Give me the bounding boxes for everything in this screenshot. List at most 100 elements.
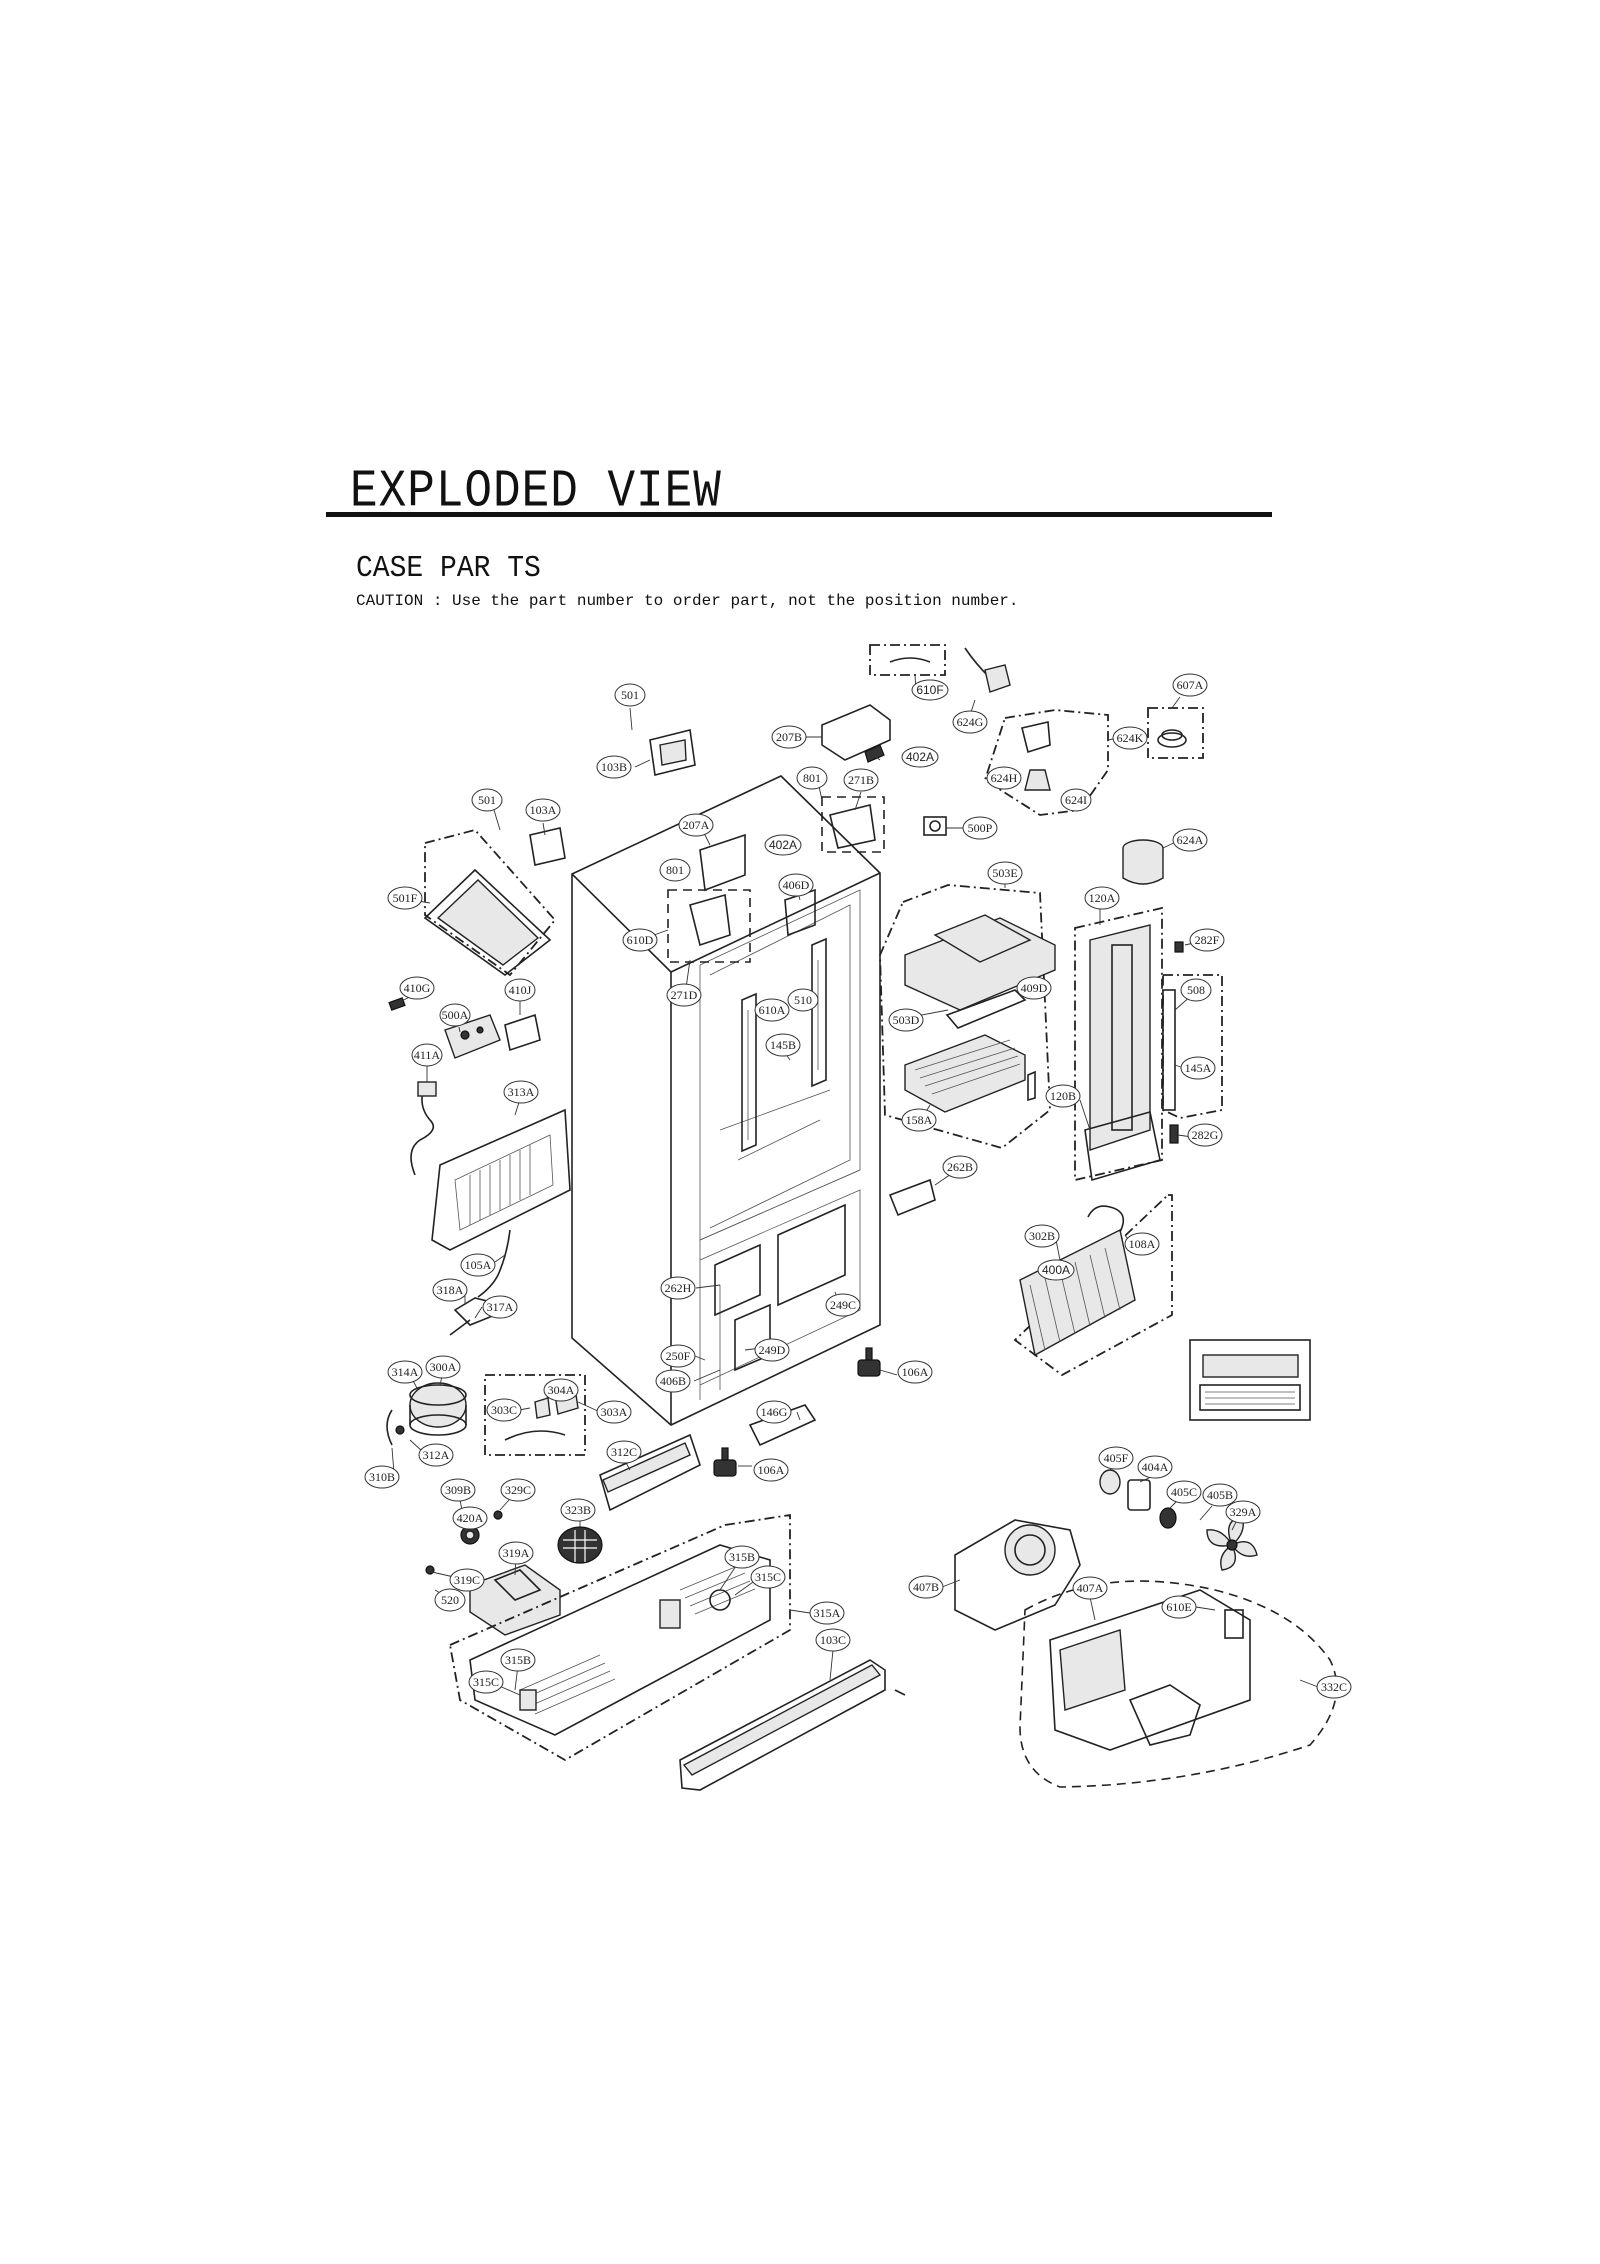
svg-text:304A: 304A [548,1383,575,1397]
callout-610E: 610E [1161,1595,1197,1619]
svg-text:411A: 411A [414,1048,441,1062]
callout-315A: 315A [809,1601,845,1625]
svg-text:406D: 406D [783,878,810,892]
callout-310B: 310B [364,1465,400,1489]
svg-text:400A: 400A [1042,1263,1070,1277]
callout-105A: 105A [460,1253,496,1277]
callout-503D: 503D [888,1008,924,1032]
callout-500P: 500P [962,816,998,840]
callout-624K: 624K [1112,726,1148,750]
callout-303A: 303A [596,1400,632,1424]
svg-text:106A: 106A [902,1365,929,1379]
callout-624G: 624G [952,710,988,734]
callout-317A: 317A [482,1295,518,1319]
callout-409D: 409D [1016,976,1052,1000]
callout-319C: 319C [449,1568,485,1592]
callout-607A: 607A [1172,673,1208,697]
svg-text:624A: 624A [1177,833,1204,847]
page-title: EXPLODED VIEW [350,462,722,522]
svg-text:303A: 303A [601,1405,628,1419]
callout-271D: 271D [666,983,702,1007]
svg-text:262B: 262B [947,1160,973,1174]
cabinet-body [571,775,881,1426]
callout-207B: 207B [771,725,807,749]
callout-503E: 503E [987,861,1023,885]
callout-146G: 146G [756,1400,792,1424]
callout-313A: 313A [503,1080,539,1104]
callout-207A: 207A [678,813,714,837]
svg-text:409D: 409D [1021,981,1048,995]
callout-318A: 318A [432,1278,468,1302]
callout-501b: 501 [471,788,503,812]
title-rule [326,512,1272,517]
callout-249D: 249D [754,1338,790,1362]
svg-text:120A: 120A [1089,891,1116,905]
svg-text:315C: 315C [755,1570,781,1584]
svg-text:271D: 271D [671,988,698,1002]
leader-lines [391,674,1319,1696]
svg-text:801: 801 [666,863,684,877]
callout-323B: 323B [560,1498,596,1522]
svg-text:319A: 319A [503,1546,530,1560]
svg-text:329C: 329C [505,1483,531,1497]
svg-text:249C: 249C [830,1298,856,1312]
callout-405F: 405F [1098,1446,1134,1470]
svg-text:312A: 312A [423,1448,450,1462]
callout-501: 501 [614,683,646,707]
callout-508: 508 [1180,978,1212,1002]
callout-801b: 801 [659,858,691,882]
callout-271B: 271B [843,768,879,792]
callout-404A: 404A [1137,1455,1173,1479]
svg-text:501F: 501F [393,891,418,905]
svg-text:158A: 158A [906,1113,933,1127]
svg-text:120B: 120B [1050,1089,1076,1103]
svg-text:607A: 607A [1177,678,1204,692]
callout-402A-1: 402A [901,746,939,768]
left-parts [386,729,696,1456]
svg-text:402A: 402A [769,838,797,852]
callout-406B: 406B [655,1369,691,1393]
svg-text:624K: 624K [1117,731,1144,745]
svg-text:510: 510 [794,993,812,1007]
svg-text:145A: 145A [1185,1061,1212,1075]
callout-610F: 610F [911,679,949,701]
svg-text:624H: 624H [991,771,1018,785]
callout-410G: 410G [399,976,435,1000]
svg-text:410J: 410J [509,983,532,997]
svg-text:310B: 310B [369,1470,395,1484]
svg-text:317A: 317A [487,1300,514,1314]
svg-text:302B: 302B [1029,1229,1055,1243]
svg-text:410G: 410G [404,981,431,995]
svg-text:315B: 315B [505,1653,531,1667]
svg-text:249D: 249D [759,1343,786,1357]
callout-406D: 406D [778,873,814,897]
svg-text:520: 520 [441,1593,459,1607]
svg-text:312C: 312C [611,1445,637,1459]
callout-103B: 103B [596,755,632,779]
callout-402A-2: 402A [764,834,802,856]
callout-249C: 249C [825,1293,861,1317]
caution-note: CAUTION : Use the part number to order p… [356,592,1019,610]
callout-624I: 624I [1060,788,1092,812]
callout-407B: 407B [908,1575,944,1599]
svg-text:282F: 282F [1195,933,1220,947]
svg-text:318A: 318A [437,1283,464,1297]
svg-text:420A: 420A [457,1511,484,1525]
callout-250F: 250F [660,1344,696,1368]
callout-315C-lower: 315C [468,1670,504,1694]
svg-text:405C: 405C [1171,1485,1197,1499]
callout-103C: 103C [815,1628,851,1652]
callout-400A: 400A [1037,1259,1075,1281]
svg-text:314A: 314A [392,1365,419,1379]
callout-501F: 501F [387,886,423,910]
section-title: CASE PAR TS [356,552,541,587]
svg-text:315C: 315C [473,1675,499,1689]
svg-text:105A: 105A [465,1258,492,1272]
svg-text:315A: 315A [814,1606,841,1620]
callout-332C: 332C [1316,1675,1352,1699]
svg-text:407B: 407B [913,1580,939,1594]
svg-text:801: 801 [803,771,821,785]
callout-510: 510 [787,988,819,1012]
svg-text:402A: 402A [906,750,934,764]
